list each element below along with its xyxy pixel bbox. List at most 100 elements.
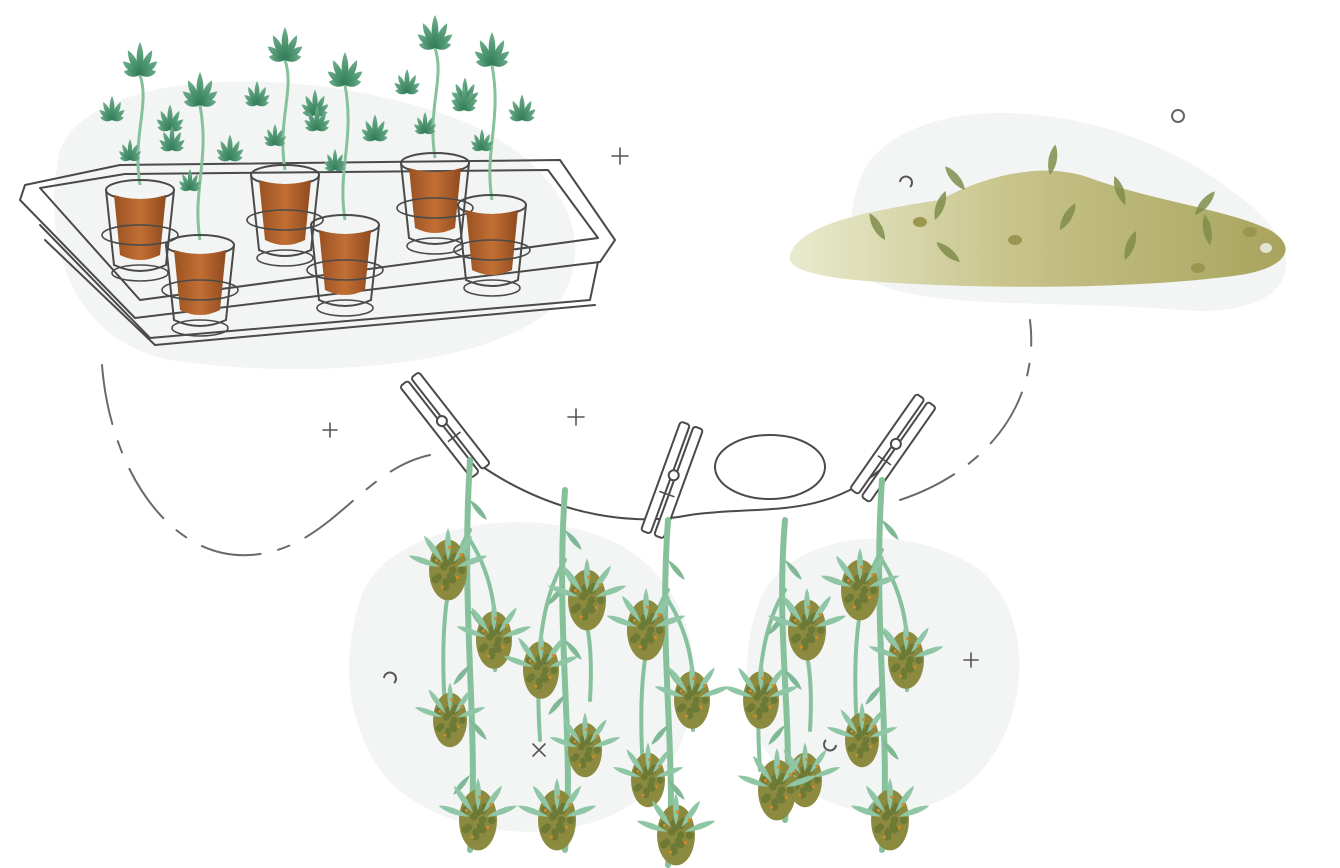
cannabis-leaf	[327, 52, 363, 87]
seedling-stem	[431, 47, 440, 159]
seedling-pot	[304, 52, 389, 317]
powder-highlight	[1260, 243, 1272, 253]
leaf-flake	[1113, 176, 1126, 205]
flower-bud	[503, 630, 579, 699]
flower-bud	[549, 712, 621, 778]
cannabis-leaf	[323, 149, 347, 172]
cannabis-leaf	[470, 129, 494, 152]
seedling-tray	[19, 14, 616, 346]
leaf-flake	[945, 166, 965, 190]
pot-group	[99, 14, 536, 337]
cannabis-leaf	[118, 139, 142, 162]
hanging-branch	[723, 517, 847, 823]
curve-line-to-powder	[899, 319, 1033, 501]
flower-bud	[868, 620, 944, 689]
tray-inner	[39, 169, 599, 301]
flower-bud	[737, 748, 817, 821]
flower-bud	[636, 793, 716, 866]
tray-base-lower	[44, 239, 596, 346]
arc-3	[823, 739, 837, 752]
leaf-flake	[1124, 231, 1137, 260]
cannabis-leaf	[508, 94, 536, 122]
flower-bud	[547, 558, 627, 631]
seedling-stem	[196, 104, 205, 241]
arc-2	[383, 671, 397, 684]
leaf-flake	[1195, 191, 1215, 215]
cannabis-leaf	[267, 27, 303, 62]
seedling-stem	[136, 74, 145, 186]
cannabis-leaf	[451, 86, 477, 112]
leaf-flake	[1059, 203, 1076, 230]
flower-bud	[456, 600, 532, 669]
cannabis-leaf	[394, 69, 420, 95]
clothespin	[640, 421, 704, 539]
hanging-branch	[820, 477, 944, 853]
flower-bud	[826, 702, 898, 768]
flower-bud	[723, 660, 799, 729]
flower-bud	[517, 778, 597, 851]
cannabis-leaf	[263, 124, 287, 147]
cannabis-leaf	[361, 114, 389, 142]
cannabis-leaf	[122, 42, 158, 77]
soil-plug	[319, 230, 371, 295]
sparkle-2	[322, 422, 338, 438]
tray-outline	[19, 159, 616, 319]
flower-bud	[654, 660, 730, 729]
cannabis-leaf	[216, 134, 244, 162]
flower-bud	[438, 778, 518, 851]
seedling-pot	[99, 42, 184, 282]
leaf-flake	[869, 213, 886, 240]
arc-1	[899, 175, 913, 188]
clothespin	[850, 393, 936, 503]
flower-bud	[606, 588, 686, 661]
connector-lines	[101, 319, 1033, 557]
tray-base	[39, 224, 599, 339]
soil-plug	[409, 168, 461, 233]
cannabis-leaf	[244, 81, 270, 107]
clothespin	[400, 372, 490, 478]
cannabis-leaf	[417, 14, 453, 50]
clothesline	[479, 464, 881, 521]
line-loop	[714, 434, 826, 500]
flower-bud	[408, 528, 488, 601]
hanging-branch	[606, 517, 730, 868]
cannabis-leaf	[474, 32, 510, 67]
dried-powder-pile	[789, 144, 1286, 287]
blob-branches-left	[348, 522, 695, 832]
powder-bud	[1243, 227, 1257, 237]
hanging-branches	[408, 457, 944, 868]
leaf-flake	[1202, 214, 1212, 245]
soil-plug	[174, 250, 226, 315]
powder-bud	[1008, 235, 1022, 245]
seedling-stem	[281, 59, 290, 171]
powder-bud	[913, 217, 927, 227]
seedling-stem	[488, 64, 497, 201]
flower-bud	[820, 548, 900, 621]
soil-plug	[259, 180, 311, 245]
cannabis-leaf	[182, 72, 218, 107]
powder-bud	[1191, 263, 1205, 273]
curve-tray-to-line	[101, 364, 431, 557]
sparkle-4	[963, 652, 979, 668]
soil-plug	[466, 210, 518, 275]
cannabis-leaf	[178, 169, 202, 192]
cannabis-leaf	[304, 106, 330, 132]
sparkle-5	[532, 743, 546, 757]
flower-bud	[767, 588, 847, 661]
flower-bud	[414, 682, 486, 748]
sparkle-1	[611, 147, 629, 165]
flower-bud	[850, 778, 930, 851]
seedling-pot	[244, 27, 329, 267]
sparkle-3	[567, 408, 585, 426]
leaf-flake	[1048, 144, 1058, 175]
seedling-pot	[451, 32, 536, 297]
cannabis-leaf	[159, 126, 185, 152]
sparkles	[322, 109, 1185, 757]
cannabis-leaf	[99, 96, 125, 122]
flower-bud	[612, 742, 684, 808]
hanging-branch	[408, 457, 532, 853]
soil-plug	[114, 195, 166, 260]
hanging-branch	[503, 487, 627, 853]
